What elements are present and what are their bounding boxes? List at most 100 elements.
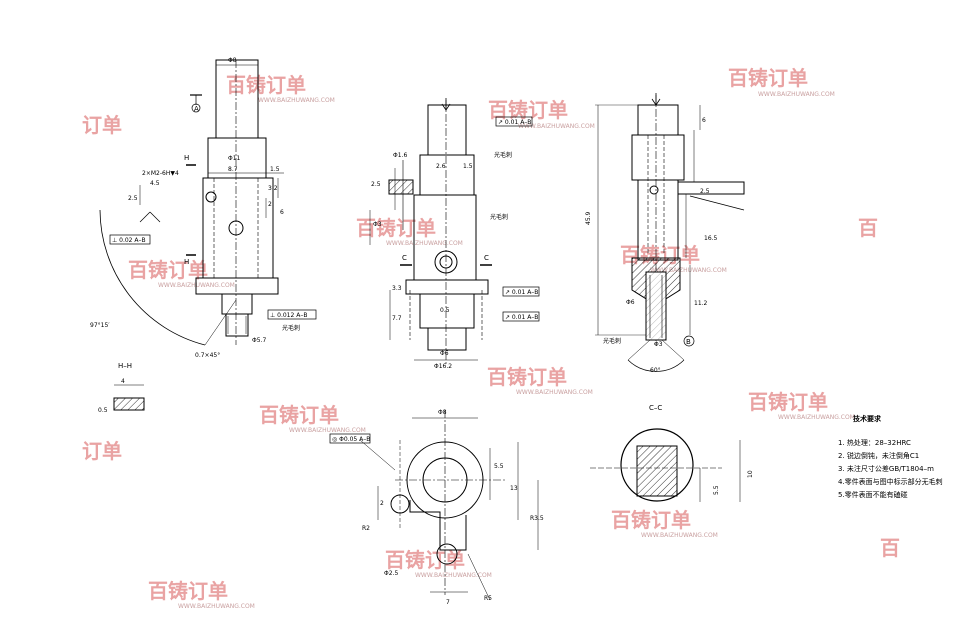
cross-hole	[228, 220, 244, 236]
upper-collar	[419, 154, 475, 196]
watermark-7: 百铸订单 WWW.BAIZHUWANG.COM	[487, 365, 593, 396]
tol-runout-1: ↗ 0.01 A–B	[498, 119, 531, 126]
watermark-partial-left-bottom: 订单	[82, 439, 122, 463]
side-hole	[205, 191, 217, 203]
watermark-brand: 百铸订单	[488, 98, 568, 122]
tech-item-5: 5.零件表面不能有磕碰	[838, 490, 908, 499]
watermark-url: WWW.BAIZHUWANG.COM	[641, 532, 718, 539]
dim-1-5: 1.5	[270, 166, 280, 173]
side-boss	[388, 179, 414, 195]
pin-hole-inner	[439, 255, 453, 269]
top-shaft	[427, 104, 467, 156]
tolerance-box	[495, 116, 533, 127]
dim-2-5: 2.5	[128, 195, 138, 202]
upper-body	[631, 134, 685, 181]
dim-4-5: 4.5	[150, 180, 160, 187]
watermark-9: 百铸订单 WWW.BAIZHUWANG.COM	[259, 403, 366, 434]
watermark-brand: 百铸订单	[611, 508, 691, 532]
watermark-11: 百铸订单 WWW.BAIZHUWANG.COM	[385, 548, 492, 579]
pin-hole	[434, 250, 458, 274]
watermark-partial-right-bottom: 百	[880, 536, 900, 560]
tol-perp-2: ⊥ 0.012 A–B	[270, 312, 307, 319]
watermark-brand: 百铸订单	[148, 579, 228, 603]
surface-note-2: 光毛刺	[494, 151, 512, 159]
tech-item-3: 3. 未注尺寸公差GB/T1804–m	[838, 464, 934, 473]
arc-dimension	[99, 209, 206, 346]
tol-runout-2: ↗ 0.01 A–B	[505, 289, 538, 296]
dim-5-5-cc: 5.5	[713, 485, 720, 495]
watermark-1: 百铸订单 WWW.BAIZHUWANG.COM	[226, 73, 335, 104]
watermark-url: WWW.BAIZHUWANG.COM	[758, 91, 835, 98]
section-hh: H–H 4 0.5	[98, 362, 145, 414]
thread-note: 2×M2-6H▼4	[142, 170, 179, 177]
dim-45-9: 45.9	[585, 211, 592, 225]
dim-3-3: 3.3	[392, 285, 402, 292]
tolerance-box	[109, 234, 151, 245]
inner-bore	[422, 457, 468, 503]
chamfer: 0.7×45°	[195, 352, 220, 359]
watermark-5: 百铸订单 WWW.BAIZHUWANG.COM	[356, 216, 463, 247]
dim-d3: Φ3	[373, 221, 382, 228]
watermark-brand: 百铸订单	[385, 548, 465, 572]
dim-r5: R5	[484, 595, 492, 602]
angle-60: 60°	[650, 367, 661, 374]
tolerance-box	[502, 311, 540, 322]
tech-item-1: 1. 热处理：28–32HRC	[838, 438, 911, 447]
dim-4: 4	[121, 378, 125, 385]
watermark-partial-right-top: 百	[858, 216, 878, 240]
dim-d8-bottom: Φ8	[438, 409, 447, 416]
cut-c-right: C	[484, 254, 489, 262]
technical-requirements: 技术要求 1. 热处理：28–32HRC 2. 锐边倒钝，未注倒角C1 3. 未…	[838, 414, 943, 499]
watermark-url: WWW.BAIZHUWANG.COM	[778, 414, 855, 421]
angle-97: 97°15′	[90, 322, 110, 329]
dim-2-6: 2.6	[436, 163, 446, 170]
dim-r2: R2	[362, 525, 370, 532]
lower-hole	[436, 543, 458, 565]
dim-d5-7: Φ5.7	[252, 337, 266, 344]
tolerance-box	[502, 286, 540, 297]
watermark-url: WWW.BAIZHUWANG.COM	[258, 97, 335, 104]
side-arm	[677, 181, 745, 195]
tolerance-box	[329, 433, 371, 444]
dim-7-7: 7.7	[392, 315, 402, 322]
dim-d16: Φ16.2	[434, 363, 452, 370]
watermark-brand: 百铸订单	[356, 216, 436, 240]
side-view-right-labels: 45.9 16.5 11.2 2.5 6 Φ6 Φ3 60° 光毛刺 B	[585, 117, 718, 374]
dim-5-5: 5.5	[494, 463, 504, 470]
dim-8-7: 8.7	[228, 166, 238, 173]
tech-item-4: 4.零件表面与图中标示部分无毛刺	[838, 477, 943, 486]
thread-end	[427, 327, 467, 351]
watermark-12: 百铸订单 WWW.BAIZHUWANG.COM	[148, 579, 255, 610]
dim-d2-5: Φ2.5	[384, 570, 398, 577]
dim-d6: Φ6	[440, 350, 449, 357]
watermark-url: WWW.BAIZHUWANG.COM	[516, 389, 593, 396]
datum-a-marker	[191, 103, 201, 113]
flange	[405, 279, 489, 295]
watermark-url: WWW.BAIZHUWANG.COM	[650, 267, 727, 274]
dim-6: 6	[280, 209, 284, 216]
tol-runout-3: ↗ 0.01 A–B	[505, 314, 538, 321]
side-view-right	[595, 93, 745, 372]
pin-hole	[649, 185, 659, 195]
front-view-left	[99, 59, 317, 346]
dim-2-5-mid: 2.5	[371, 181, 381, 188]
top-shaft	[637, 104, 679, 136]
detail-b-marker	[683, 335, 695, 347]
cut-h-top: H	[184, 154, 189, 162]
watermarks: 百铸订单 WWW.BAIZHUWANG.COM 百铸订单 WWW.BAIZHUW…	[82, 66, 900, 610]
section-hh-title: H–H	[118, 362, 132, 370]
top-view-bottom	[329, 410, 539, 601]
front-view-middle	[369, 98, 540, 365]
dim-0-5: 0.5	[98, 407, 108, 414]
surface-note-3: 光毛刺	[490, 213, 508, 221]
dim-2: 2	[268, 201, 272, 208]
watermark-8: 百铸订单 WWW.BAIZHUWANG.COM	[748, 390, 855, 421]
dim-d3-right: Φ3	[654, 341, 663, 348]
dim-11-2: 11.2	[694, 300, 708, 307]
lower-stem	[221, 293, 253, 315]
watermark-url: WWW.BAIZHUWANG.COM	[415, 572, 492, 579]
section-cc-core	[636, 445, 678, 497]
dim-d6-right: Φ6	[626, 299, 635, 306]
